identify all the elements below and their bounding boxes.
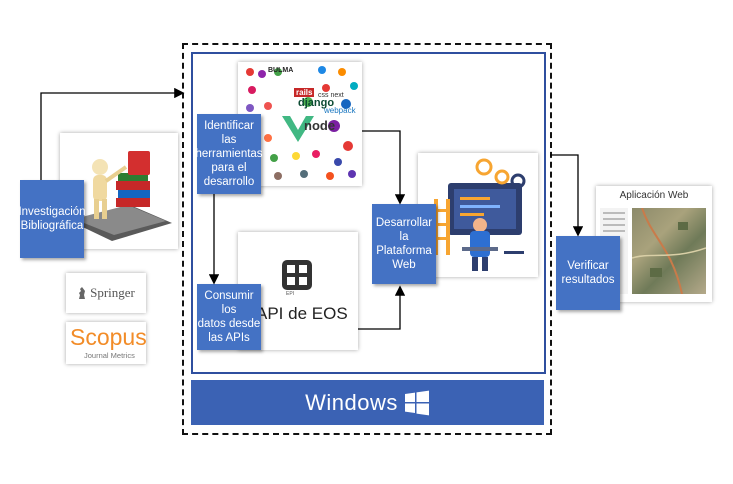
tools-collage-graphic	[246, 66, 358, 180]
step-investigacion-bibliografica: Investigación Bibliográfica	[18, 180, 86, 258]
step-identificar-label: Identificar las herramientas para el des…	[195, 120, 263, 188]
arrow-api-to-desarrollar	[358, 285, 406, 330]
map-icon	[631, 207, 707, 295]
tool-label-webpack: webpack	[324, 106, 356, 115]
step-investigacion-label: Investigación Bibliográfica	[18, 206, 86, 232]
api-title: API de EOS	[256, 304, 348, 323]
step-identificar-herramientas: Identificar las herramientas para el des…	[195, 114, 263, 194]
windows-label: Windows	[305, 389, 398, 415]
api-grid-icon	[282, 260, 312, 290]
step-desarrollar-plataforma: Desarrollar la Plataforma Web	[372, 204, 436, 284]
step-verificar-label: Verificar resultados	[561, 260, 615, 286]
tool-label-bulma: BULMA	[268, 67, 294, 74]
inner-platform-frame	[191, 52, 546, 374]
scopus-sub-label: Journal Metrics	[84, 351, 135, 360]
outer-dashed-frame	[182, 43, 552, 435]
api-badge: EPI	[286, 291, 295, 297]
tool-label-node: node	[304, 118, 336, 133]
scopus-label: Scopus	[70, 324, 147, 350]
tool-label-rails: rails	[294, 88, 315, 97]
arrow-tools-to-desarrollar	[362, 130, 406, 205]
developer-gears-icon	[434, 158, 526, 271]
springer-logo: Springer	[66, 273, 146, 313]
step-desarrollar-label: Desarrollar la Plataforma Web	[375, 217, 433, 271]
tool-label-django: django	[298, 97, 335, 109]
tool-label-css-next: css next	[318, 92, 344, 99]
windows-bar: Windows	[191, 380, 544, 425]
windows-logo-icon	[404, 390, 429, 415]
arrow-investigacion-to-platform	[40, 87, 185, 180]
developer-illustration	[418, 153, 538, 277]
scopus-logo: Scopus Journal Metrics	[66, 322, 147, 364]
step-consumir-datos: Consumir los datos desde las APIs	[197, 284, 261, 350]
book-stack-icon	[70, 151, 172, 241]
app-screenshot: Aplicación Web	[596, 186, 712, 302]
springer-chess-icon	[79, 287, 86, 299]
springer-label: Springer	[90, 285, 135, 300]
step-verificar-resultados: Verificar resultados	[556, 236, 620, 310]
arrow-platform-to-verificar	[550, 154, 584, 237]
app-title: Aplicación Web	[619, 190, 689, 201]
step-consumir-label: Consumir los datos desde las APIs	[197, 290, 261, 344]
